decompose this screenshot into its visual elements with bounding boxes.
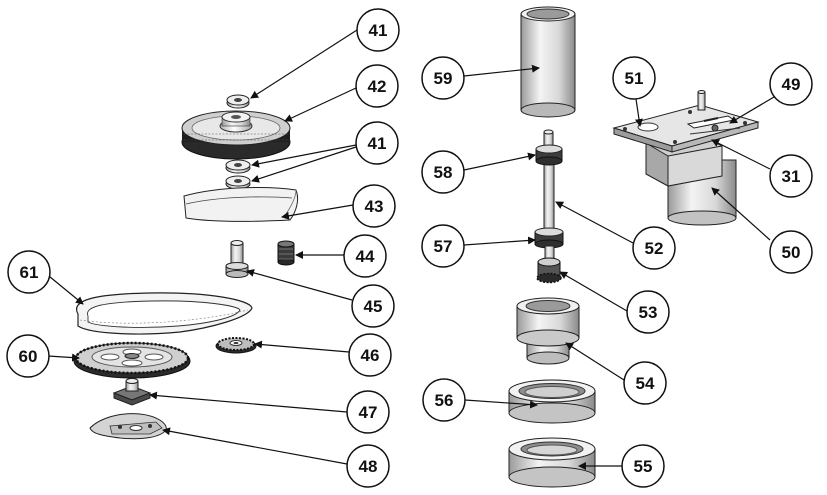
callout-label: 31	[782, 167, 801, 186]
leader-57	[463, 236, 536, 246]
callout-label: 60	[19, 347, 38, 366]
leader-42	[284, 87, 357, 122]
leader-43	[281, 204, 354, 220]
callout-45: 45	[351, 284, 395, 328]
leader-45	[246, 269, 353, 301]
callout-55: 55	[621, 444, 665, 488]
leader-56	[464, 399, 538, 409]
leader-41-top	[250, 29, 358, 99]
leader-59	[463, 64, 540, 77]
callout-31: 31	[769, 154, 813, 198]
callout-label: 57	[434, 237, 453, 256]
part-coupler-44	[277, 240, 295, 266]
callout-label: 50	[782, 243, 801, 262]
callout-label: 51	[625, 69, 644, 88]
leader-61	[43, 271, 84, 305]
leader-58	[463, 152, 536, 171]
callout-label: 55	[634, 457, 653, 476]
part-plate-48	[89, 413, 167, 440]
part-gear-53	[536, 257, 562, 284]
part-tube-59	[520, 6, 576, 118]
leader-46	[254, 340, 350, 353]
part-pulley-42	[181, 110, 291, 160]
callout-61: 61	[7, 250, 51, 294]
callout-label: 44	[356, 247, 375, 266]
callout-41-top: 41	[356, 8, 400, 52]
part-bushing-54	[516, 297, 580, 365]
callout-41-pair: 41	[355, 121, 399, 165]
callout-label: 49	[782, 75, 801, 94]
callout-label: 54	[636, 374, 655, 393]
callout-label: 56	[435, 391, 454, 410]
part-sprocket-60	[73, 341, 191, 379]
part-motor-assembly	[612, 90, 760, 226]
callout-49: 49	[769, 62, 813, 106]
leader-48	[162, 427, 348, 465]
callout-label: 45	[364, 297, 383, 316]
callout-label: 53	[639, 303, 658, 322]
leader-52	[555, 201, 634, 244]
callout-54: 54	[623, 361, 667, 405]
part-ring-56	[508, 379, 596, 424]
part-collar-57	[534, 227, 564, 261]
leader-60	[47, 353, 80, 362]
leader-50	[711, 187, 771, 241]
part-shaft-45	[225, 240, 249, 278]
callout-label: 52	[645, 239, 664, 258]
leader-lines	[43, 29, 775, 470]
part-sprocket-46	[215, 337, 257, 354]
callout-47: 47	[346, 390, 390, 434]
callout-label: 41	[368, 134, 387, 153]
callout-label: 43	[365, 197, 384, 216]
leader-49	[729, 96, 775, 124]
callout-label: 48	[359, 457, 378, 476]
callout-60: 60	[6, 334, 50, 378]
part-belt-43	[183, 187, 299, 222]
callout-46: 46	[348, 333, 392, 377]
callout-58: 58	[421, 150, 465, 194]
callout-label: 42	[368, 77, 387, 96]
callout-label: 59	[434, 69, 453, 88]
leader-41-b	[251, 146, 357, 183]
part-hub-47	[112, 378, 152, 406]
leader-51	[635, 98, 643, 127]
part-washer-41-top	[226, 94, 250, 109]
leader-53	[559, 271, 628, 312]
callout-44: 44	[343, 234, 387, 278]
callout-59: 59	[421, 56, 465, 100]
leader-54	[565, 342, 625, 381]
leader-41-a	[251, 144, 357, 168]
callout-42: 42	[355, 64, 399, 108]
callout-56: 56	[422, 378, 466, 422]
callout-label: 47	[359, 403, 378, 422]
part-belt-61	[75, 292, 253, 335]
callout-53: 53	[626, 290, 670, 334]
callout-43: 43	[352, 184, 396, 228]
part-ring-55	[508, 437, 596, 488]
callout-label: 58	[434, 163, 453, 182]
callout-bubbles: 41 42 41 43 44 45 61 46 60 47 48 59 58 5…	[6, 8, 813, 488]
callout-label: 46	[361, 346, 380, 365]
callout-52: 52	[632, 226, 676, 270]
callout-label: 61	[20, 263, 39, 282]
leader-47	[149, 391, 348, 413]
callout-50: 50	[769, 230, 813, 274]
callout-57: 57	[421, 224, 465, 268]
leader-31	[711, 139, 771, 170]
part-collar-58	[535, 144, 563, 166]
callout-51: 51	[612, 56, 656, 100]
callout-48: 48	[346, 444, 390, 488]
part-washers-41-pair	[225, 159, 251, 190]
callout-label: 41	[369, 21, 388, 40]
